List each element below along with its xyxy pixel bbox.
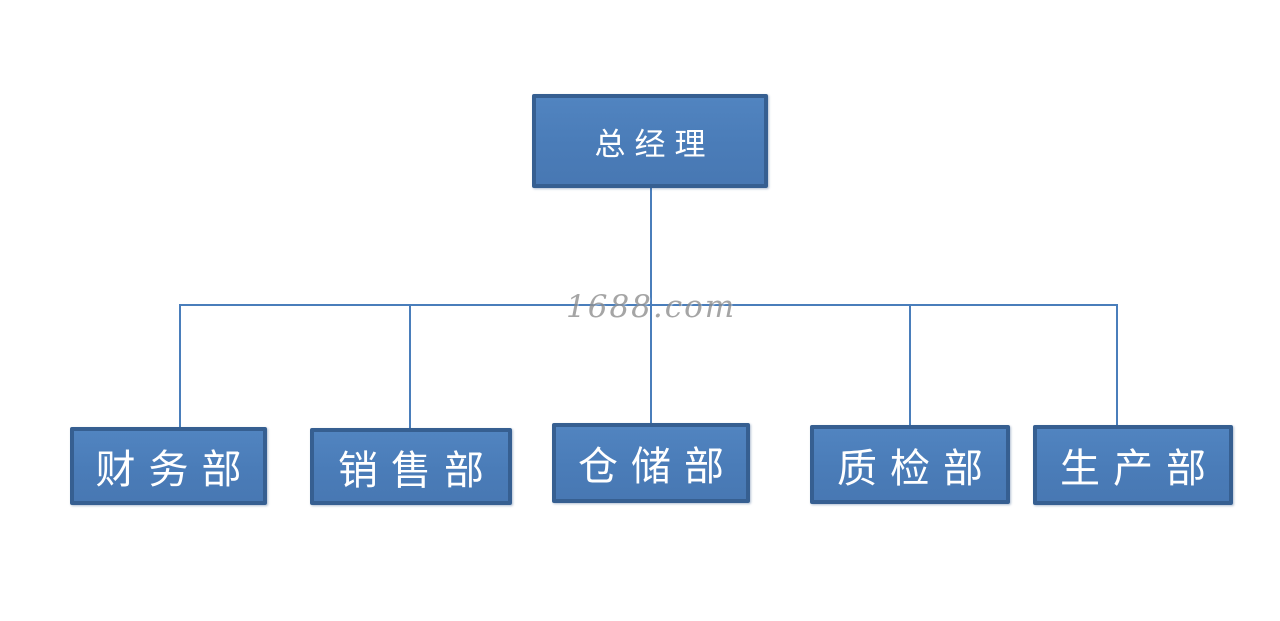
- watermark-text: 1688.com: [566, 289, 737, 325]
- org-node-finance-dept: 财务部: [70, 427, 267, 505]
- org-node-label: 生产部: [1060, 446, 1219, 492]
- connector-drop-quality: [909, 304, 911, 426]
- connector-drop-finance: [179, 304, 181, 428]
- org-node-warehouse-dept: 仓储部: [552, 423, 750, 503]
- org-node-label: 销售部: [338, 447, 497, 494]
- connector-drop-production: [1116, 304, 1118, 426]
- connector-horizontal-bus: [179, 304, 1118, 306]
- connector-root-stem: [650, 188, 652, 306]
- org-node-label: 财务部: [95, 447, 255, 493]
- org-node-production-dept: 生产部: [1033, 425, 1233, 505]
- org-node-label: 仓储部: [578, 444, 737, 490]
- org-node-general-manager: 总经理: [532, 94, 768, 188]
- org-node-label: 质检部: [837, 445, 996, 492]
- connector-drop-sales: [409, 304, 411, 429]
- org-node-label: 总经理: [594, 126, 715, 163]
- org-node-sales-dept: 销售部: [310, 428, 512, 505]
- org-node-quality-dept: 质检部: [810, 425, 1010, 504]
- connector-drop-warehouse: [650, 304, 652, 424]
